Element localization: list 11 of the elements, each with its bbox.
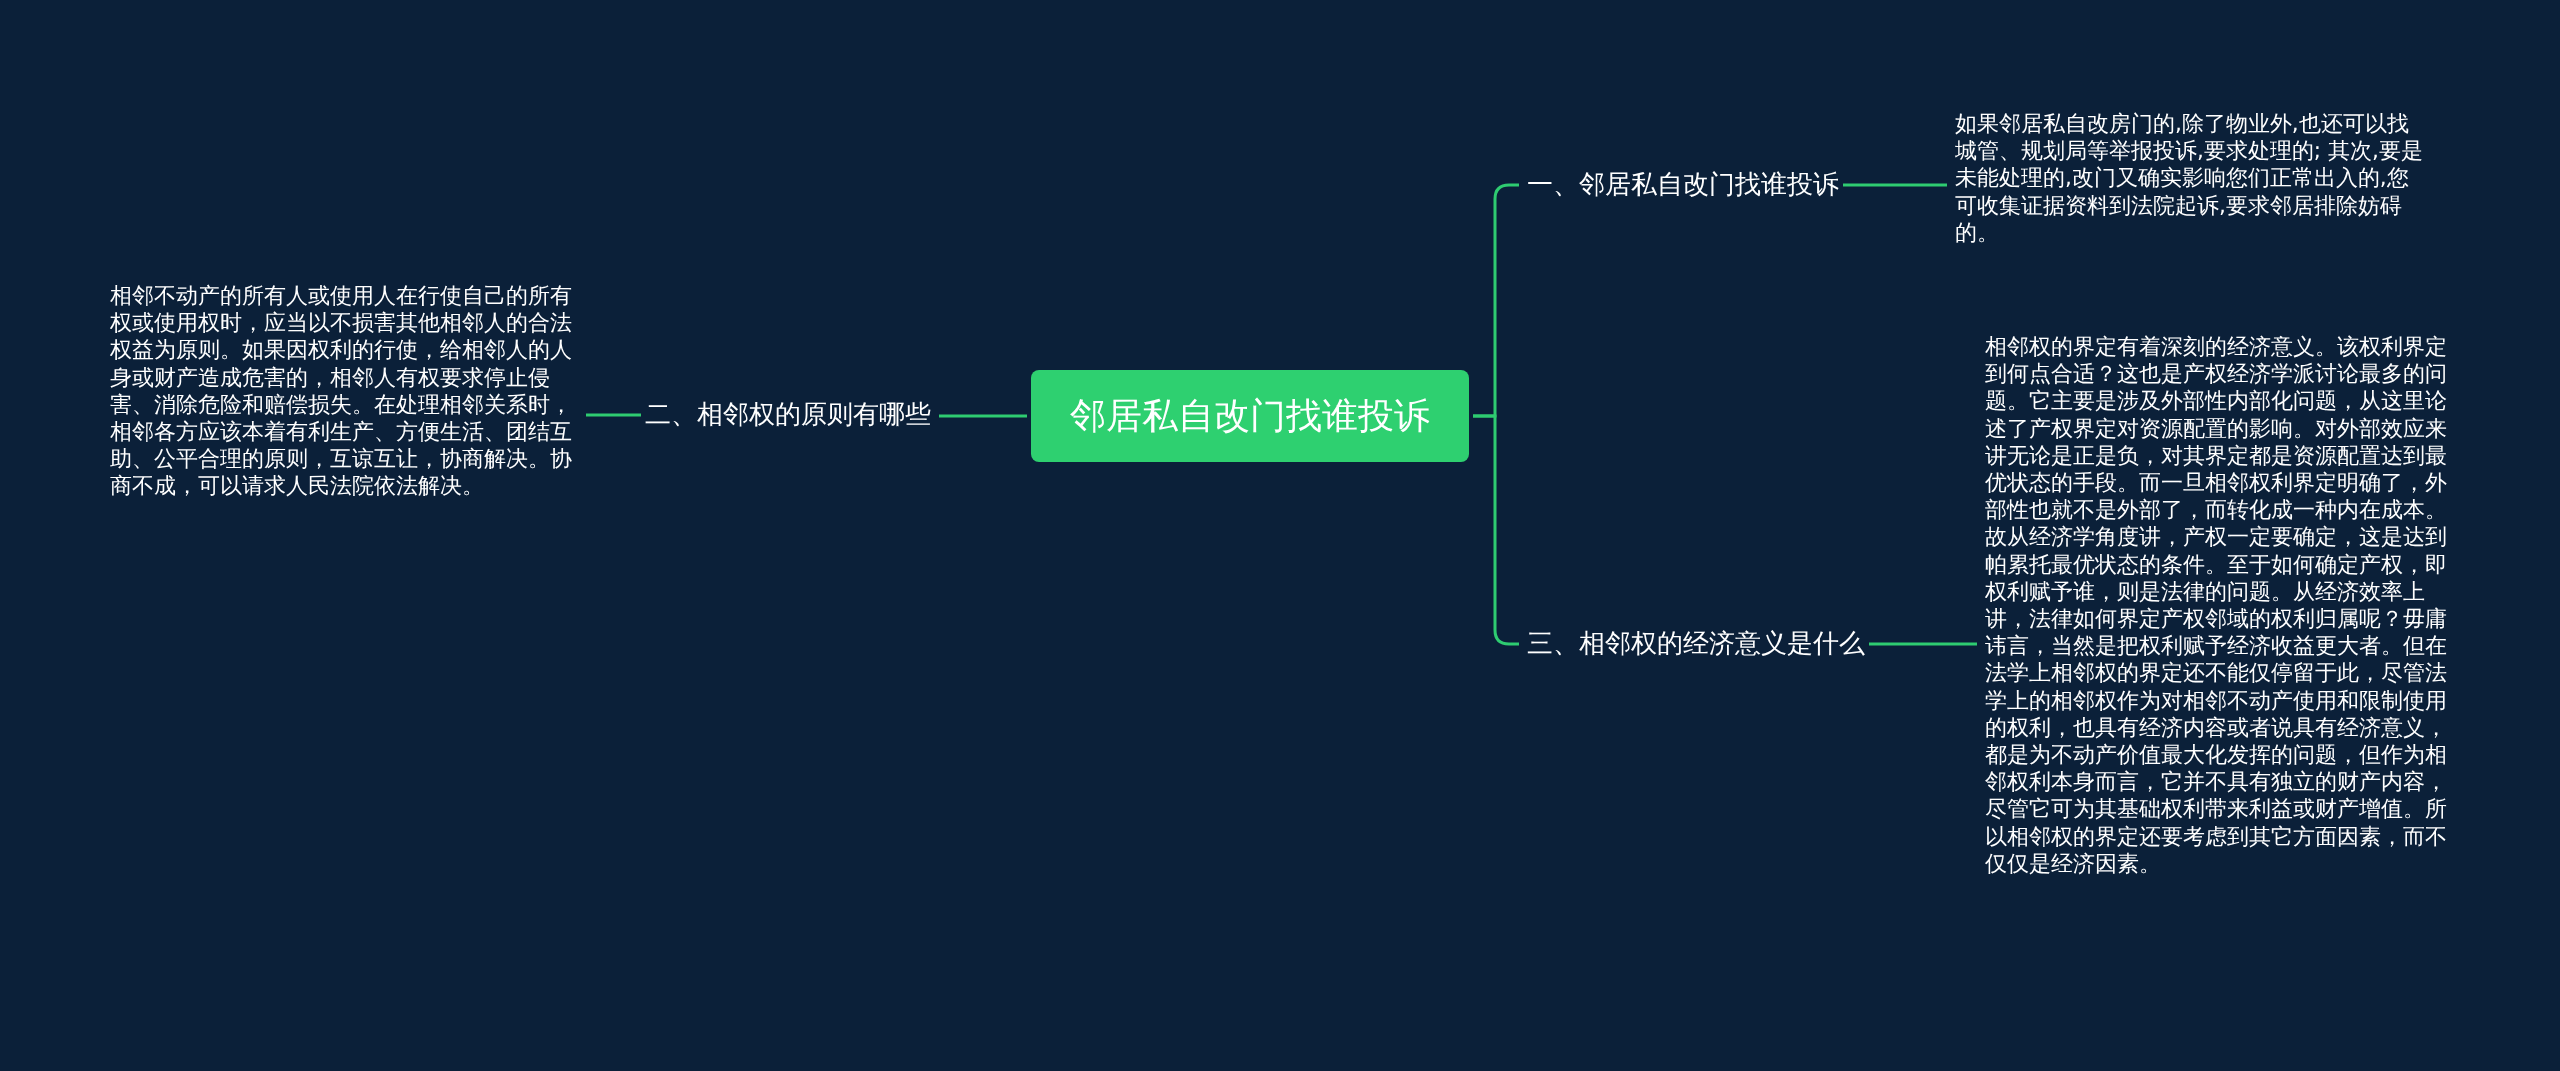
note-text: 如果邻居私自改房门的,除了物业外,也还可以找城管、规划局等举报投诉,要求处理的; 其次,要是未能处理的,改门又确实影响您们正常出入的,您可收集证据资料到法院起诉,要求邻居排除妨碍的。 xyxy=(1955,110,2423,246)
note-text: 相邻不动产的所有人或使用人在行使自己的所有权或使用权时，应当以不损害其他相邻人的合法权益为原则。如果因权利的行使，给相邻人的人身或财产造成危害的，相邻人有权要求停止侵害、消除危险和赔偿损失。在处理相邻关系时，相邻各方应该本着有利生产、方便生活、团结互助、公平合理的原则，互谅互让，协商解决。协商不成，可以请求人民法院依法解决。 xyxy=(110,282,578,500)
branch-label: 一、邻居私自改门找谁投诉 xyxy=(1527,168,1839,202)
note-text: 相邻权的界定有着深刻的经济意义。该权利界定到何点合适？这也是产权经济学派讨论最多的问题。它主要是涉及外部性内部化问题，从这里论述了产权界定对资源配置的影响。对外部效应来讲无论是正是负，对其界定都是资源配置达到最优状态的手段。而一旦相邻权利界定明确了，外部性也就不是外部了，而转化成一种内在成本。故从经济学角度讲，产权一定要确定，这是达到帕累托最优状态的条件。至于如何确定产权，即权利赋予谁，则是法律的问题。从经济效率上讲，法律如何界定产权邻域的权利归属呢？毋庸讳言，当然是把权利赋予经济收益更大者。但在法学上相邻权的界定还不能仅停留于此，尽管法学上的相邻权作为对相邻不动产使用和限制使用的权利，也具有经济内容或者说具有经济意义，都是为不动产价值最大化发挥的问题，但作为相邻权利本身而言，它并不具有独立的财产内容，尽管它可为其基础权利带来利益或财产增值。所以相邻权的界定还要考虑到其它方面因素，而不仅仅是经济因素。 xyxy=(1985,333,2453,878)
connector-line xyxy=(939,414,1027,418)
connector-line xyxy=(1869,642,1977,646)
connector-line xyxy=(1843,183,1947,187)
topic-box: 邻居私自改门找谁投诉 xyxy=(1031,370,1469,462)
connector-line xyxy=(586,413,641,417)
branch-label: 三、相邻权的经济意义是什么 xyxy=(1527,627,1865,661)
branch-label: 二、相邻权的原则有哪些 xyxy=(645,398,931,432)
